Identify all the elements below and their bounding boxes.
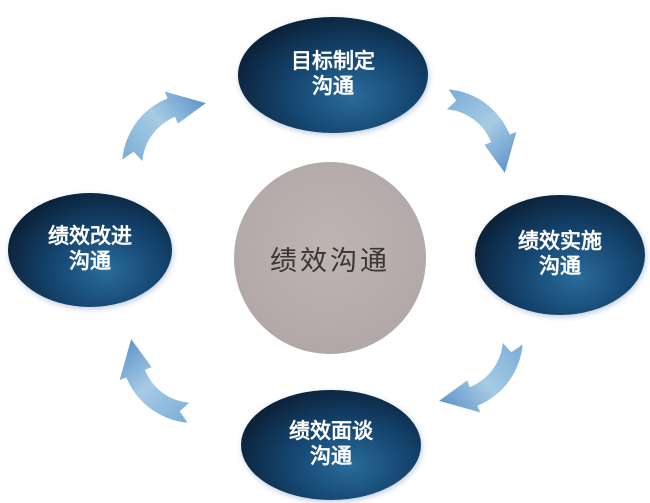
center-node-label: 绩效沟通 (270, 245, 390, 276)
node-performance-implementation-communication: 绩效实施 沟通 (475, 195, 645, 315)
curved-arrow-top-to-right-icon (446, 89, 517, 173)
node-performance-interview-communication: 绩效面谈 沟通 (241, 390, 421, 500)
curved-arrow-left-to-top-icon (122, 91, 206, 162)
node-goal-setting-communication: 目标制定 沟通 (238, 17, 428, 133)
node-label-line1: 绩效面谈 (289, 420, 373, 444)
node-label-line1: 目标制定 (291, 50, 375, 74)
curved-arrow-right-to-bottom-icon (439, 342, 523, 413)
node-label-line2: 沟通 (539, 255, 581, 278)
node-label-line2: 沟通 (312, 75, 354, 98)
node-label-line2: 沟通 (69, 250, 111, 273)
node-label-line1: 绩效改进 (48, 225, 132, 249)
node-label-line1: 绩效实施 (518, 230, 602, 254)
curved-arrow-bottom-to-left-icon (119, 339, 190, 423)
center-node: 绩效沟通 (234, 162, 426, 354)
node-performance-improvement-communication: 绩效改进 沟通 (8, 193, 172, 307)
node-label-line2: 沟通 (310, 445, 352, 468)
